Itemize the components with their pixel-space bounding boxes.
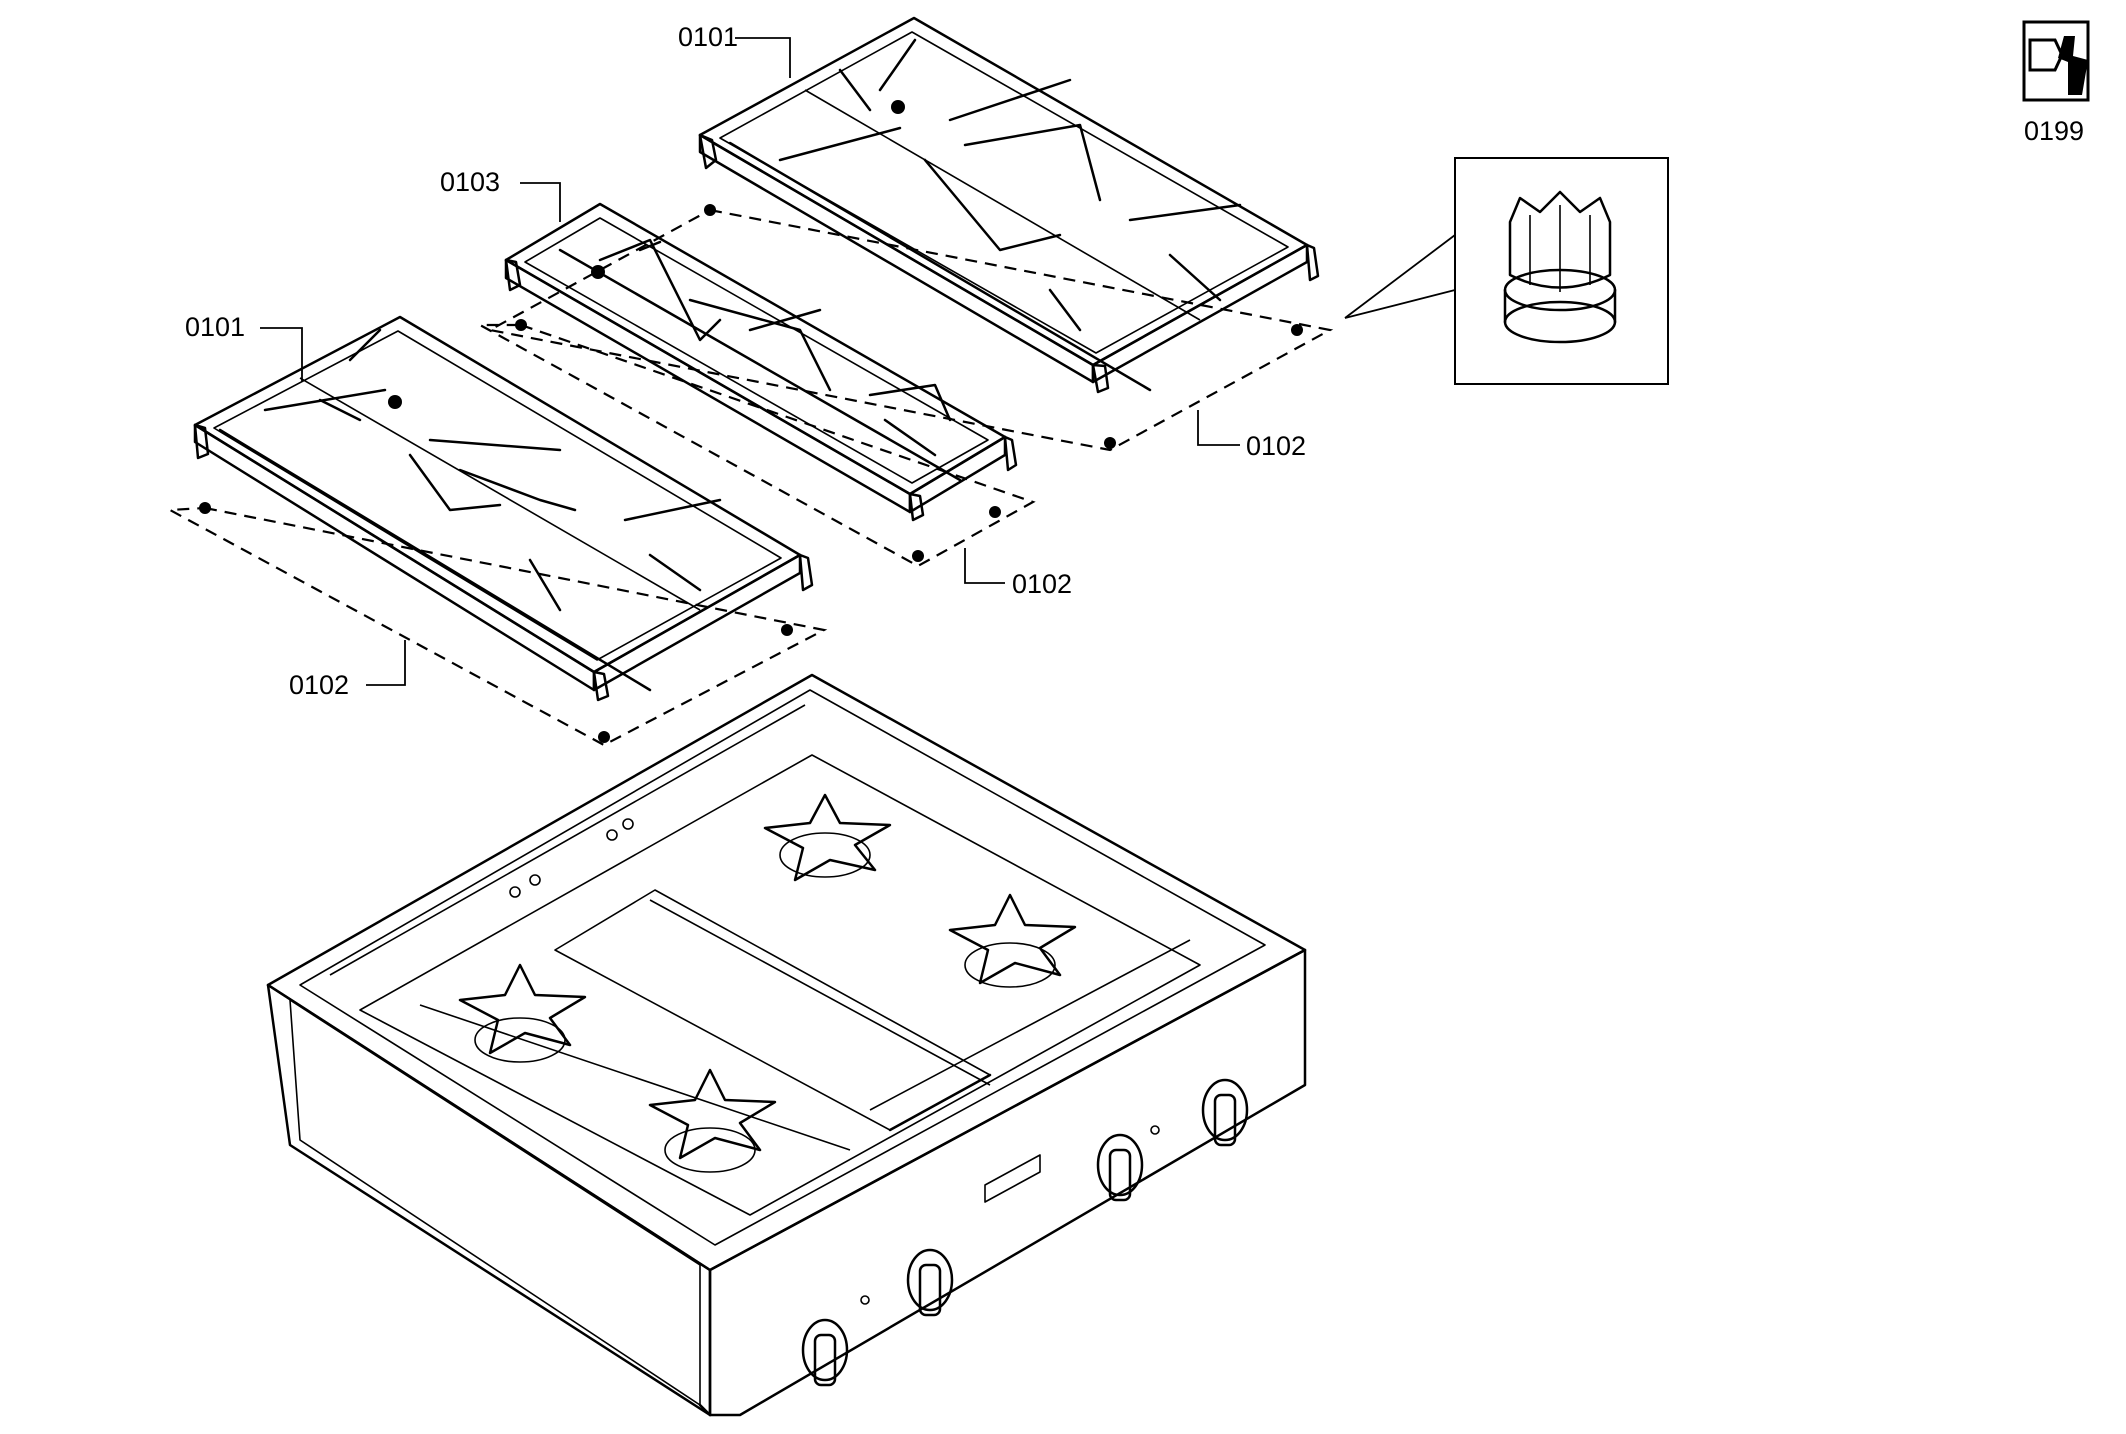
- burner-front-right: [648, 1068, 777, 1173]
- callout-feet-back-right: 0102: [1246, 431, 1306, 461]
- grate-foot-top: [388, 395, 402, 409]
- grate-back-right[interactable]: [698, 16, 1320, 394]
- burner-front-left: [458, 963, 587, 1063]
- grate-foot-detail-icon: [1344, 157, 1669, 385]
- callout-feet-center: 0102: [1012, 569, 1072, 599]
- grate-feet-front-left[interactable]: [166, 502, 828, 747]
- grate-foot-top: [891, 100, 905, 114]
- burner-back-right: [948, 893, 1077, 988]
- callout-feet-front-left: 0102: [289, 670, 349, 700]
- nameplate: [860, 1125, 1160, 1305]
- callout-service-tool: 0199: [2024, 116, 2084, 146]
- grate-center[interactable]: [504, 202, 1018, 522]
- wrench-service-icon[interactable]: [2022, 20, 2090, 102]
- callout-grate-center: 0103: [440, 167, 500, 197]
- grate-foot-top: [591, 265, 605, 279]
- callout-grate-front-left: 0101: [185, 312, 245, 342]
- grate-feet-back-right[interactable]: [486, 204, 1334, 452]
- callout-grate-back-right: 0101: [678, 22, 738, 52]
- burner-back-left: [763, 793, 892, 882]
- knob-4[interactable]: [1201, 1078, 1249, 1147]
- cooktop-body: [266, 673, 1307, 1417]
- grate-feet-center[interactable]: [479, 319, 1036, 568]
- knob-1[interactable]: [801, 1318, 849, 1387]
- grate-front-left[interactable]: [193, 315, 814, 702]
- leader-lines: [260, 37, 1240, 686]
- knob-2[interactable]: [906, 1248, 954, 1317]
- knob-3[interactable]: [1096, 1133, 1144, 1202]
